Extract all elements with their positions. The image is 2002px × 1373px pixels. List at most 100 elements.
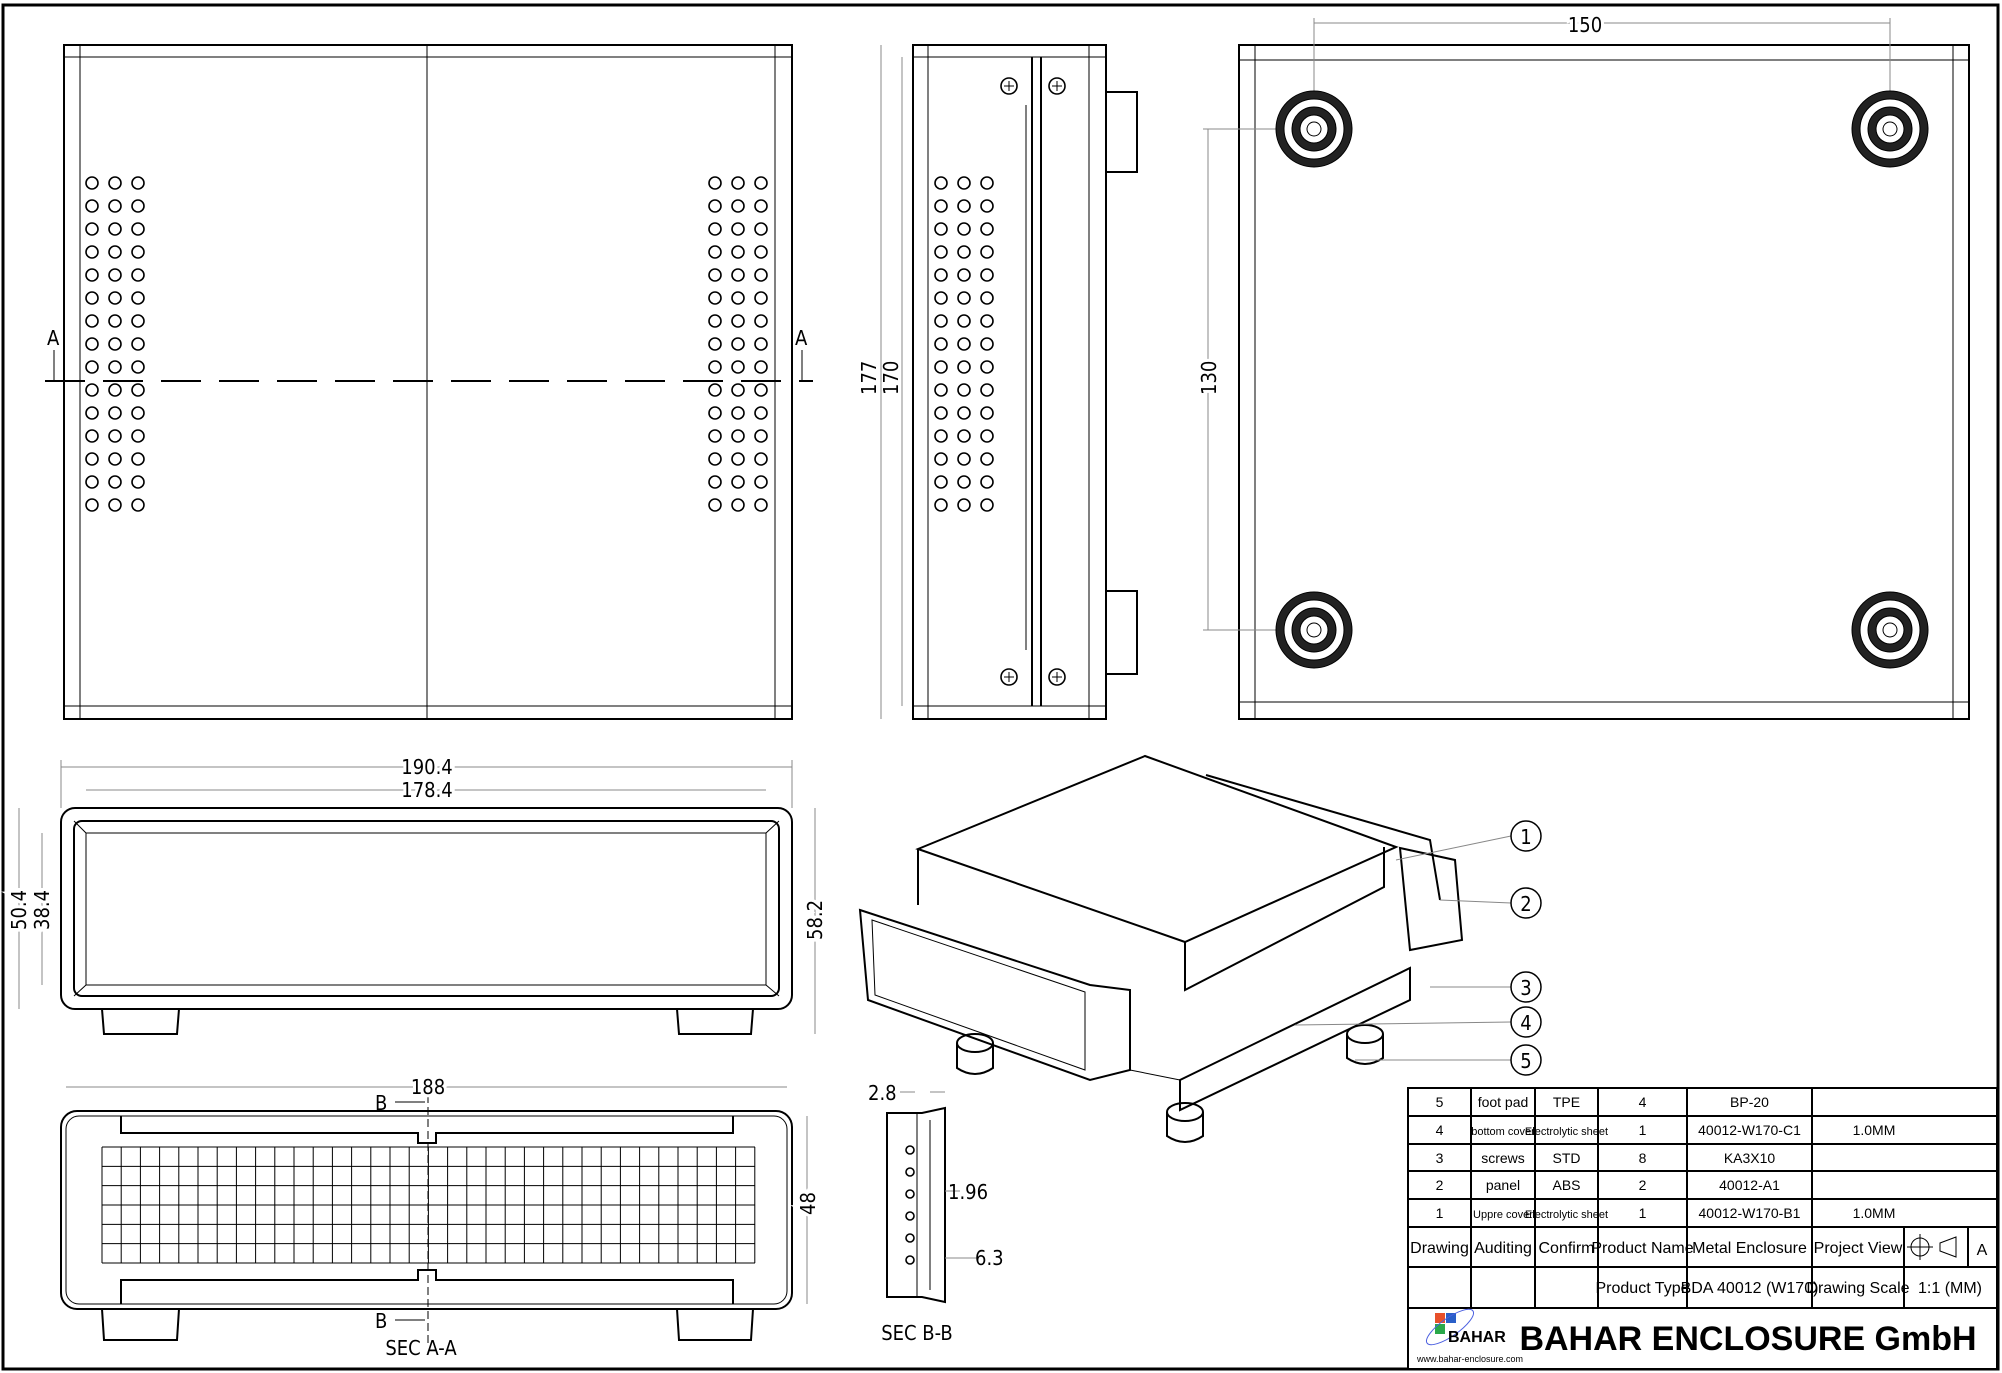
- vent-hole: [980, 268, 994, 282]
- panel-hole: [905, 1167, 915, 1177]
- vent-hole: [85, 498, 99, 512]
- screw-icon: [1000, 668, 1018, 686]
- screw-icon: [1048, 77, 1066, 95]
- vent-hole: [754, 245, 768, 259]
- vent-hole: [957, 406, 971, 420]
- company-name: BAHAR ENCLOSURE GmbH: [1519, 1320, 1976, 1358]
- vent-hole: [708, 406, 722, 420]
- vent-hole: [731, 291, 745, 305]
- dim-177: 177: [857, 361, 881, 395]
- bom-no: 5: [1436, 1094, 1444, 1110]
- vent-hole: [934, 360, 948, 374]
- vent-hole: [131, 406, 145, 420]
- vent-hole: [934, 406, 948, 420]
- vent-hole: [957, 222, 971, 236]
- section-mark-a-left: A: [47, 326, 60, 350]
- dim-130: 130: [1197, 361, 1221, 395]
- side-view: 177 170: [857, 44, 1138, 720]
- vent-hole: [754, 475, 768, 489]
- vent-hole: [957, 176, 971, 190]
- rear-panel: [1398, 846, 1464, 952]
- bahar-logo: BAHAR: [1425, 1308, 1506, 1346]
- foot-center: [1882, 622, 1898, 638]
- bom-material: ABS: [1552, 1177, 1580, 1193]
- bom-material: Electrolytic sheet: [1525, 1126, 1608, 1138]
- vent-hole: [85, 452, 99, 466]
- foot-pad-icon: [1275, 591, 1353, 669]
- section-a-a: 188 48 B B SEC A-A: [60, 1072, 823, 1360]
- foot-pad-icon: [1851, 591, 1929, 669]
- bom-code: KA3X10: [1724, 1150, 1776, 1166]
- bom-qty: 4: [1639, 1094, 1647, 1110]
- vent-hole: [731, 268, 745, 282]
- bom-qty: 2: [1639, 1177, 1647, 1193]
- vent-hole: [731, 222, 745, 236]
- callout-circle: [1510, 1044, 1542, 1076]
- vent-hole: [85, 222, 99, 236]
- vent-hole: [708, 475, 722, 489]
- section-b-b-label: SEC B-B: [881, 1321, 953, 1345]
- vent-hole: [108, 222, 122, 236]
- vent-hole: [754, 406, 768, 420]
- bom-code: 40012-W170-C1: [1698, 1122, 1801, 1138]
- website-text: www.bahar-enclosure.com: [1416, 1354, 1523, 1364]
- vent-hole: [934, 268, 948, 282]
- vent-hole: [731, 337, 745, 351]
- bom-name: Uppre cover: [1473, 1209, 1533, 1221]
- vent-hole: [708, 360, 722, 374]
- vent-hole: [980, 337, 994, 351]
- foot-pad: [1166, 1102, 1204, 1143]
- section-mark-a-right: A: [795, 326, 808, 350]
- vent-hole: [957, 475, 971, 489]
- project-view-label: Project View: [1814, 1240, 1903, 1257]
- dim-6-3: 6.3: [975, 1246, 1004, 1270]
- vent-hole: [108, 360, 122, 374]
- projection-cone: [1907, 1234, 1957, 1260]
- vent-hole: [108, 475, 122, 489]
- product-name-label: Product Name: [1591, 1240, 1693, 1257]
- dim-150: 150: [1568, 13, 1602, 37]
- bom-code: BP-20: [1730, 1094, 1769, 1110]
- vent-hole: [731, 452, 745, 466]
- callout-number: 5: [1520, 1049, 1531, 1073]
- screw-slot: [1004, 672, 1014, 682]
- vent-hole: [754, 360, 768, 374]
- vent-hole: [131, 337, 145, 351]
- vent-hole: [980, 498, 994, 512]
- bom-qty: 1: [1639, 1122, 1647, 1138]
- vent-hole: [934, 222, 948, 236]
- bom-note: 1.0MM: [1853, 1205, 1896, 1221]
- vent-hole: [708, 222, 722, 236]
- dim-2-8: 2.8: [868, 1081, 897, 1105]
- leader-line: [1439, 899, 1512, 904]
- vent-hole: [934, 176, 948, 190]
- vent-hole: [85, 314, 99, 328]
- bom-material: Electrolytic sheet: [1525, 1209, 1608, 1221]
- bom-no: 1: [1436, 1205, 1444, 1221]
- vent-hole: [980, 314, 994, 328]
- vent-hole: [731, 314, 745, 328]
- vent-hole: [934, 314, 948, 328]
- vent-hole: [108, 268, 122, 282]
- vent-hole: [708, 314, 722, 328]
- dim-38-4: 38.4: [30, 890, 54, 930]
- vent-hole: [85, 291, 99, 305]
- vent-hole: [708, 429, 722, 443]
- dim-190-4: 190.4: [401, 755, 453, 779]
- cut-mark-b-bottom: B: [375, 1309, 387, 1333]
- vent-hole: [85, 337, 99, 351]
- bom-name: bottom cover: [1471, 1126, 1535, 1138]
- vent-hole: [708, 199, 722, 213]
- vent-hole: [934, 475, 948, 489]
- logo-orbit: [1425, 1308, 1475, 1346]
- vent-hole: [754, 199, 768, 213]
- title-block-frame: [1407, 1087, 1998, 1370]
- dim-178-4: 178.4: [401, 778, 453, 802]
- vent-hole: [980, 291, 994, 305]
- vent-hole: [934, 429, 948, 443]
- logo-square-green: [1435, 1324, 1445, 1334]
- front-view: 190.4 178.4 50.4 38.4 58.2: [4, 752, 830, 1035]
- vent-hole: [108, 383, 122, 397]
- vent-hole: [108, 245, 122, 259]
- drawing-label: Drawing: [1410, 1240, 1469, 1257]
